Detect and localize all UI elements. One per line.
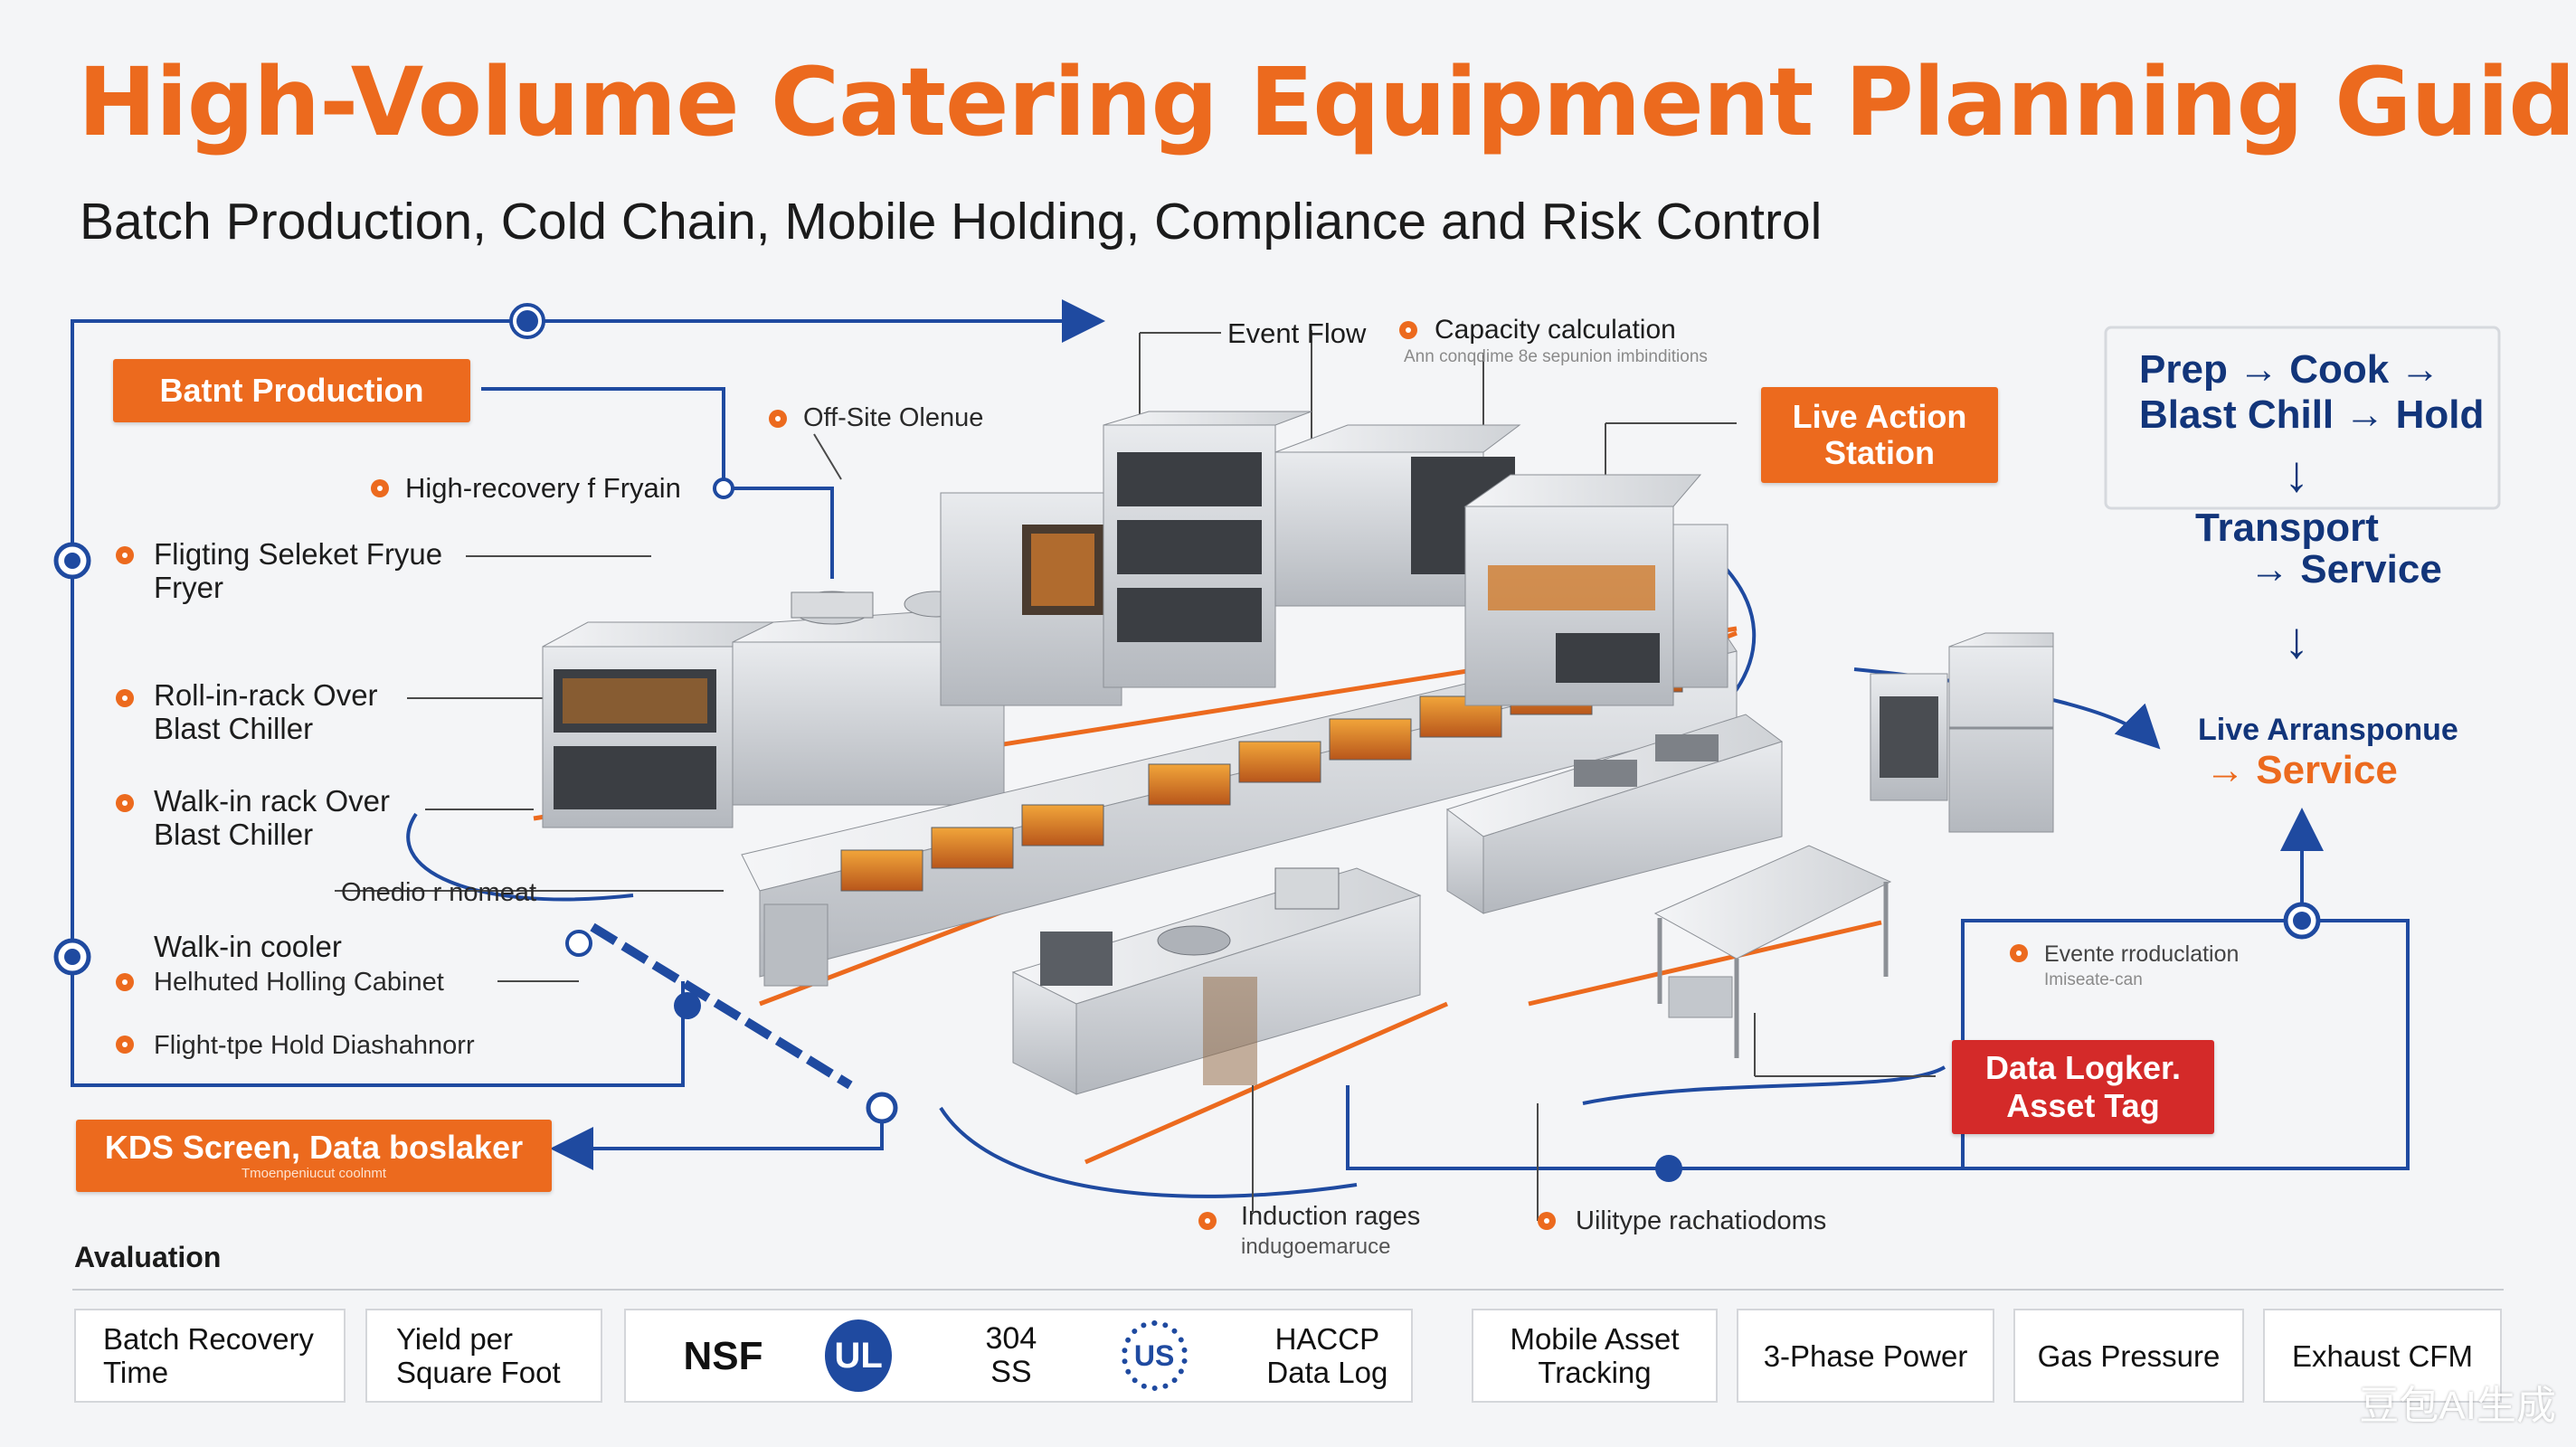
combi-ovens	[940, 411, 1521, 706]
capacity-sub: Ann conqdime 8e sepunion imbinditions	[1404, 347, 1708, 366]
evente-label: Evente rroduclation	[2044, 941, 2240, 967]
marker-top	[509, 303, 545, 339]
card-exhaust-cfm: Exhaust CFM	[2263, 1309, 2502, 1403]
card-mobile-asset: Mobile Asset Tracking	[1472, 1309, 1718, 1403]
watermark: 豆包AI生成	[2359, 1384, 2556, 1428]
evente-bullet	[2010, 944, 2028, 962]
compliance-strip: NSF UL 304 SS US HACCP Data Log	[624, 1309, 1413, 1403]
flow-step-transport: Transport	[2195, 506, 2379, 550]
flow-step-live: Live Arransponue	[2198, 713, 2458, 747]
onedio-label: Onedio r nomeat	[341, 878, 537, 907]
ul-logo: UL	[825, 1319, 893, 1392]
card-304ss: 304 SS	[985, 1321, 1037, 1389]
utility-bullet	[1538, 1212, 1556, 1230]
flow-panel-frame	[2104, 326, 2501, 510]
fligting-bullet	[116, 546, 134, 564]
marker-left-2	[53, 938, 91, 976]
batch-production-box: Batnt Production	[113, 359, 470, 422]
walk-in-cooler-label: Walk-in cooler	[154, 930, 342, 963]
refrigerator	[1870, 632, 2054, 833]
fryer-oven-bank	[542, 591, 1009, 828]
card-batch-recovery: Batch Recovery Time	[74, 1309, 346, 1403]
card-3-phase: 3-Phase Power	[1737, 1309, 1994, 1403]
kds-label: KDS Screen, Data boslaker	[104, 1129, 524, 1166]
flow-arrow-down-2: ↓	[2284, 611, 2309, 668]
high-recovery-connector	[724, 487, 834, 579]
marker-b	[674, 992, 701, 1019]
marker-left-1	[53, 542, 91, 580]
walk-in-rack-label: Walk-in rack Over Blast Chiller	[154, 784, 390, 851]
live-action-equipment	[1463, 474, 1728, 706]
high-recovery-label: High-recovery f Fryain	[405, 472, 681, 504]
walk-in-rack-bullet	[116, 794, 134, 812]
evaluation-heading: Avaluation	[74, 1241, 222, 1273]
marker-a	[565, 930, 592, 957]
flight-type-label: Flight-tpe Hold Diashahnorr	[154, 1031, 475, 1060]
induction-sub: indugoemaruce	[1241, 1234, 1391, 1259]
offsite-label: Off-Site Olenue	[803, 403, 984, 432]
card-haccp: HACCP Data Log	[1266, 1322, 1388, 1389]
live-action-box: Live Action Station	[1761, 387, 1998, 483]
bottom-run	[1346, 919, 2410, 1170]
flow-step-chill-hold: Blast Chill → Hold	[2139, 392, 2485, 437]
flow-arrow-down-1: ↓	[2284, 445, 2309, 502]
data-logger-box: Data Logker. Asset Tag	[1952, 1040, 2214, 1134]
evente-sub: Imiseate-can	[2044, 970, 2143, 989]
flow-step-prep-cook: Prep → Cook →	[2139, 347, 2440, 392]
left-lower-loop	[71, 543, 685, 1087]
prep-table	[1653, 845, 1892, 1058]
kds-box: KDS Screen, Data boslaker Tmoenpeniucut …	[76, 1120, 552, 1192]
card-nsf: NSF	[683, 1333, 763, 1378]
dashed-floor-arrow	[590, 922, 853, 1090]
offsite-bullet	[769, 410, 787, 428]
floor-curve-left	[406, 812, 634, 902]
flow-markers	[53, 303, 2321, 1182]
induction-label: Induction rages	[1241, 1202, 1421, 1231]
flight-type-bullet	[116, 1036, 134, 1054]
capacity-label: Capacity calculation	[1435, 315, 1676, 345]
roll-in-bullet	[116, 689, 134, 707]
batch-connector	[481, 387, 725, 488]
high-recovery-bullet	[371, 479, 389, 497]
utility-label: Uilitype rachatiodoms	[1576, 1206, 1827, 1235]
helhuted-label: Helhuted Holling Cabinet	[154, 968, 444, 997]
marker-c	[866, 1092, 898, 1124]
card-yield: Yield per Square Foot	[365, 1309, 602, 1403]
kds-sub: Tmoenpeniucut coolnmt	[241, 1166, 387, 1181]
marker-d	[1655, 1155, 1682, 1182]
induction-island	[1011, 867, 1422, 1095]
us-logo: US	[1121, 1320, 1188, 1391]
page-title: High-Volume Catering Equipment Planning …	[78, 47, 2576, 157]
capacity-bullet	[1399, 321, 1417, 339]
page-subtitle: Batch Production, Cold Chain, Mobile Hol…	[80, 193, 1823, 251]
helhuted-bullet	[116, 973, 134, 991]
flow-step-service-2: → Service	[2205, 748, 2398, 792]
marker-e	[2283, 902, 2321, 940]
fligting-label: Fligting Seleket Fryue Fryer	[154, 537, 443, 604]
flow-step-service-1: → Service	[2249, 547, 2442, 591]
sink-line	[1445, 714, 1784, 914]
event-flow-label: Event Flow	[1227, 317, 1367, 349]
induction-bullet	[1198, 1212, 1217, 1230]
marker-hr	[713, 478, 734, 499]
floor-curve-mid	[939, 1106, 1358, 1198]
card-gas-pressure: Gas Pressure	[2013, 1309, 2244, 1403]
floor-curve-low	[1582, 1065, 1946, 1105]
roll-in-label: Roll-in-rack Over Blast Chiller	[154, 678, 378, 745]
